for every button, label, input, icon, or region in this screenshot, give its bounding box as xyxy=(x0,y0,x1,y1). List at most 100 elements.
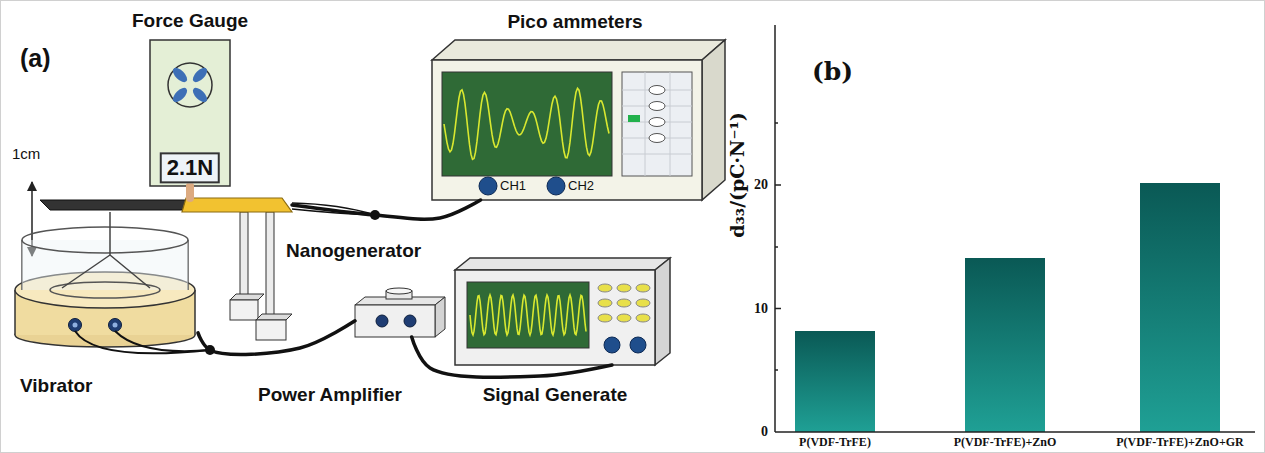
signal-generator-body xyxy=(636,284,650,292)
pico-ammeter-body xyxy=(432,40,725,60)
drive-cable xyxy=(412,337,612,377)
pico-ammeter-body xyxy=(702,40,725,200)
signal-generator-body xyxy=(455,258,670,365)
bar-chart xyxy=(795,331,875,432)
pico-ammeter-body xyxy=(649,86,665,95)
signal-generator-body xyxy=(598,299,612,307)
chart-axis xyxy=(775,122,778,124)
force-readout: 2.1N xyxy=(160,152,220,183)
pico-ammeter-body xyxy=(442,72,612,176)
support-post xyxy=(230,300,258,320)
signal-generator-body xyxy=(636,299,650,307)
support-post xyxy=(230,212,292,340)
vibrator-body xyxy=(109,319,122,332)
cantilever-beam xyxy=(40,200,205,210)
support-post xyxy=(266,212,274,320)
device-label: Force Gauge xyxy=(132,10,248,32)
category-label: P(VDF-TrFE)+ZnO+GR xyxy=(1116,436,1243,450)
signal-generator-body xyxy=(604,337,620,353)
pico-ammeter-body xyxy=(622,72,692,176)
device-label: Power Amplifier xyxy=(258,384,402,406)
axis-title: d₃₃/(pC·N⁻¹) xyxy=(727,112,749,238)
power-amplifier-body xyxy=(435,297,445,337)
pico-ammeter-body xyxy=(444,88,609,159)
support-post xyxy=(256,320,286,340)
force-gauge-body xyxy=(150,40,230,186)
pico-ammeter-body xyxy=(432,40,725,200)
signal-generator: Signal Generate xyxy=(455,258,670,365)
power-amplifier: Power Amplifier xyxy=(355,288,445,337)
support-post xyxy=(230,294,264,300)
force-gauge-body xyxy=(190,85,209,104)
category-label: P(VDF-TrFE)+ZnO xyxy=(954,436,1057,450)
force-gauge-body xyxy=(170,85,189,104)
signal-generator-body xyxy=(467,282,589,348)
vibrator-body xyxy=(62,212,150,288)
force-gauge-body xyxy=(190,65,209,84)
signal-cable xyxy=(292,200,481,219)
channel-label: CH1 xyxy=(500,179,526,194)
signal-generator-body xyxy=(455,270,655,365)
tick-label: 0 xyxy=(761,424,768,440)
vibrator-body xyxy=(69,319,82,332)
signal-generator-body xyxy=(617,284,631,292)
pico-ammeter-body xyxy=(479,177,497,195)
drive-cable xyxy=(198,321,355,355)
device-label: Pico ammeters xyxy=(507,11,642,33)
chart-axis xyxy=(775,369,778,371)
signal-generator-body xyxy=(630,337,646,353)
force-gauge: Force Gauge2.1N xyxy=(150,40,230,186)
pico-ammeter-body xyxy=(432,60,702,200)
bar-chart xyxy=(795,183,1220,432)
signal-generator-body xyxy=(655,258,670,365)
support-post xyxy=(256,314,292,320)
signal-generator-body xyxy=(598,284,612,292)
chart-axis xyxy=(775,184,781,186)
channel-label: CH2 xyxy=(568,179,594,194)
force-gauge-body xyxy=(168,63,212,107)
pico-ammeter-body xyxy=(649,134,665,143)
power-amplifier-body xyxy=(376,315,388,327)
dimension-label: 1cm xyxy=(12,145,40,162)
device-label: Nanogenerator xyxy=(286,240,421,262)
lead-wire xyxy=(75,331,215,355)
chart-axis xyxy=(775,431,1255,433)
power-amplifier-body xyxy=(404,315,416,327)
chart-axis xyxy=(774,25,776,432)
pico-ammeter-body xyxy=(649,118,665,127)
nanogenerator-film xyxy=(182,198,292,212)
device-label: Signal Generate xyxy=(483,384,628,406)
nanogenerator: Nanogenerator xyxy=(182,198,292,212)
pico-ammeter-body xyxy=(622,72,692,176)
power-amplifier-body xyxy=(386,288,412,294)
lead-wire xyxy=(115,331,210,351)
bar-chart xyxy=(1140,183,1220,432)
support-post xyxy=(240,212,248,302)
pico-ammeter: Pico ammetersCH1CH2 xyxy=(432,60,702,200)
vibrator-body xyxy=(73,323,78,328)
pico-ammeter-body xyxy=(649,102,665,111)
signal-generator-body xyxy=(455,258,670,270)
vibrator: Vibrator xyxy=(12,240,198,348)
signal-generator-body xyxy=(617,314,631,322)
tick-label: 10 xyxy=(754,300,768,316)
category-label: P(VDF-TrFE) xyxy=(799,436,871,450)
signal-generator-body xyxy=(617,299,631,307)
bar-chart xyxy=(965,258,1045,432)
vibrator-body xyxy=(113,323,118,328)
lead-wire xyxy=(75,331,210,353)
signal-generator-body xyxy=(598,314,612,322)
panel-label: (b) xyxy=(812,58,853,87)
force-gauge-body xyxy=(170,65,189,84)
chart-axis xyxy=(775,25,1255,432)
vibrator-body xyxy=(22,227,188,253)
tick-label: 20 xyxy=(754,177,768,193)
vibrator-body xyxy=(194,290,196,335)
device-label: Vibrator xyxy=(20,375,93,397)
panel-label: (a) xyxy=(20,44,51,73)
force-gauge-body xyxy=(150,40,230,186)
force-probe xyxy=(186,186,194,198)
